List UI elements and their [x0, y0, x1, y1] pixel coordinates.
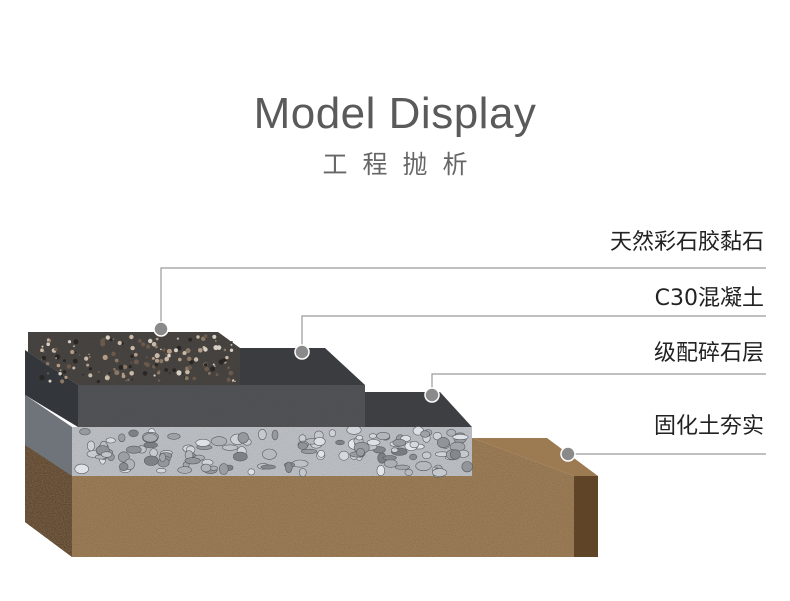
gravel-stones — [74, 425, 473, 478]
marker-dot-4 — [560, 446, 576, 462]
leader-line-1 — [160, 267, 766, 329]
leader-line-2 — [301, 315, 766, 352]
layer-label-soil: 固化土夯实 — [653, 414, 764, 439]
leader-line-3 — [431, 373, 766, 395]
marker-dot-1 — [153, 321, 169, 337]
page-title: Model Display — [253, 89, 537, 138]
layer-label-gravel: 级配碎石层 — [653, 341, 764, 366]
layer-label-stone: 天然彩石胶黏石 — [609, 230, 764, 255]
stone-top-layer — [28, 332, 240, 385]
concrete-layer — [25, 348, 365, 427]
layer-label-concrete: C30混凝土 — [654, 286, 764, 311]
marker-dot-2 — [294, 344, 310, 360]
stone-specks — [39, 334, 236, 384]
gravel-layer — [25, 392, 473, 478]
page-subtitle: 工程抛析 — [322, 150, 483, 179]
marker-dot-3 — [424, 387, 440, 403]
marker-dots — [153, 321, 576, 462]
